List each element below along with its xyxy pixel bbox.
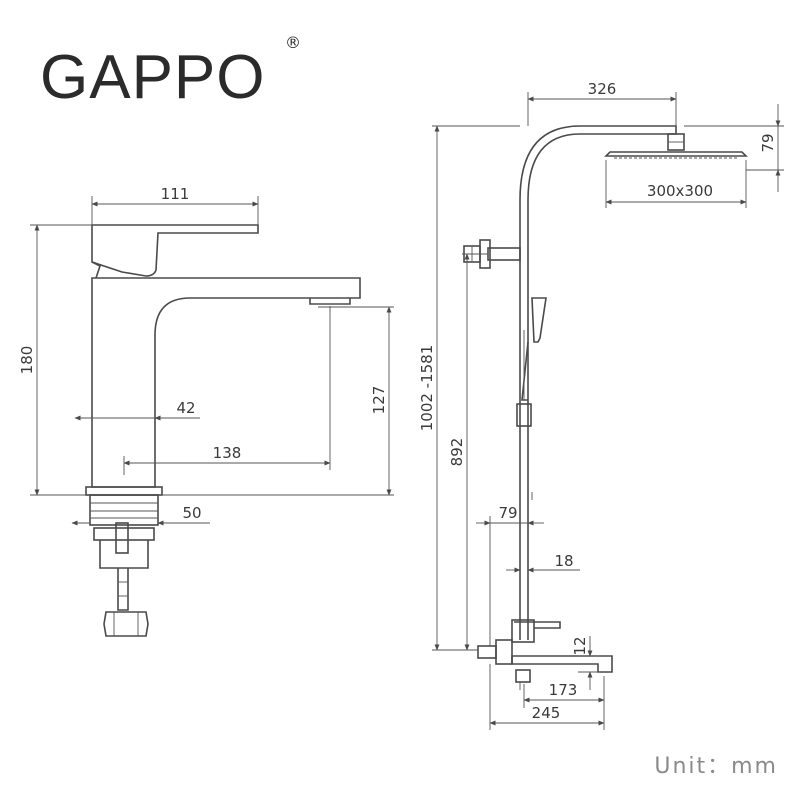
dim-head-size: 300x300 [647, 182, 713, 200]
upper-wall-bracket [487, 247, 521, 261]
dim-total-height: 1002 -1581 [418, 345, 436, 432]
faucet-body [91, 277, 361, 488]
registered-mark: ® [285, 33, 301, 52]
shower-system-drawing [463, 125, 748, 690]
basin-faucet-drawing [85, 224, 361, 637]
dim-valve-offset: 79 [498, 504, 517, 522]
gappo-logo: GAPPO ® [40, 33, 301, 112]
mixer-valve-lever [514, 621, 561, 629]
faucet-nut [93, 527, 155, 541]
rain-shower-head [604, 151, 748, 157]
dim-tub-spout-reach: 173 [549, 681, 578, 699]
faucet-fixing-block [99, 540, 149, 569]
shower-riser-pipe [519, 125, 677, 640]
hand-shower-head [531, 297, 547, 343]
dim-bar-height: 892 [448, 438, 466, 467]
dim-spout-height: 127 [370, 386, 388, 415]
shower-dimensions: 326 79 300x300 1002 -1581 892 79 18 [418, 80, 784, 730]
dim-faucet-base-offset: 42 [176, 399, 195, 417]
faucet-aerator [309, 298, 351, 305]
dim-base-diameter: 50 [182, 504, 201, 522]
dim-faucet-height: 180 [18, 346, 36, 375]
diverter-knob [515, 669, 531, 683]
dim-valve-width: 245 [532, 704, 561, 722]
mixer-valve-body [511, 619, 535, 643]
basin-faucet-dimensions: 111 180 42 138 127 50 [18, 185, 394, 526]
dim-spout-gap: 12 [571, 636, 589, 655]
hand-shower-handle [521, 341, 529, 401]
faucet-shank [89, 494, 159, 526]
faucet-hose-fitting [103, 611, 149, 637]
logo-wordmark: GAPPO [40, 43, 266, 112]
faucet-base-plate [85, 486, 163, 496]
dim-pipe-diameter: 18 [554, 552, 573, 570]
faucet-handle-joint [91, 261, 101, 279]
mixer-valve-inlet [495, 639, 513, 665]
dim-head-thickness: 79 [759, 133, 777, 152]
dim-arm-reach: 326 [588, 80, 617, 98]
slide-holder [516, 403, 532, 427]
faucet-handle [91, 224, 259, 277]
unit-label: Unit：mm [654, 754, 778, 779]
dim-faucet-width: 111 [161, 185, 190, 203]
dim-spout-reach: 138 [213, 444, 242, 462]
faucet-hose [117, 568, 129, 611]
